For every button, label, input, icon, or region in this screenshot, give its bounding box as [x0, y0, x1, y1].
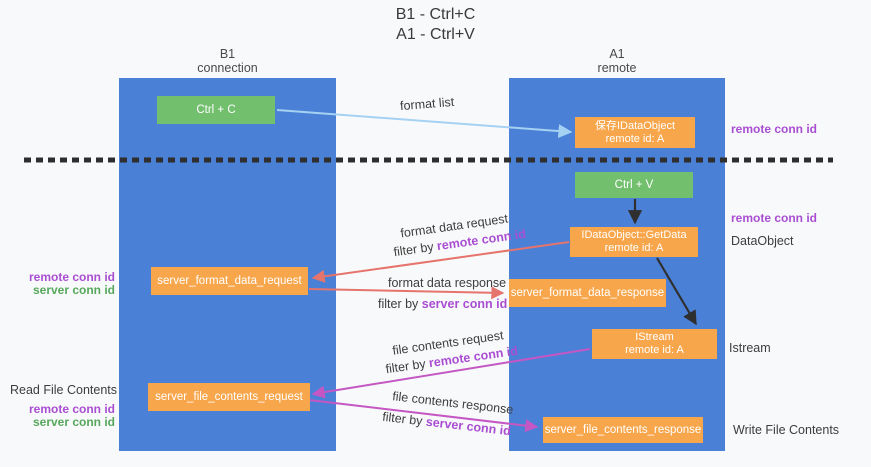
- label-format-data-response: format data response: [388, 276, 507, 290]
- annotation-read-file-contents: Read File Contents: [10, 383, 118, 397]
- server-conn-id-text: server conn id: [421, 297, 508, 311]
- lane-a1-name: A1: [609, 47, 625, 61]
- box-server-file-contents-request: server_file_contents_request: [148, 383, 310, 411]
- annotation-remote-conn-id-left1: remote conn id: [28, 270, 115, 284]
- label-filter-format-response: filter by server conn id: [378, 297, 507, 311]
- save-dataobject-line1: 保存IDataObject: [594, 119, 676, 132]
- ctrl-c-label: Ctrl + C: [196, 104, 236, 116]
- box-istream: IStream remote id: A: [592, 329, 717, 359]
- lane-header-b1: B1 connection: [119, 47, 336, 75]
- diagram-title: B1 - Ctrl+C A1 - Ctrl+V: [0, 5, 871, 45]
- filter-by-text: filter by: [378, 297, 422, 311]
- server-file-contents-response-label: server_file_contents_response: [544, 424, 702, 436]
- lane-b1-name: B1: [219, 47, 236, 61]
- title-line-2: A1 - Ctrl+V: [396, 26, 475, 43]
- annotation-remote-conn-id-left2: remote conn id: [28, 402, 115, 416]
- annotation-server-conn-id-left2: server conn id: [32, 415, 115, 429]
- getdata-line1: IDataObject::GetData: [581, 229, 687, 241]
- box-idataobject-getdata: IDataObject::GetData remote id: A: [570, 227, 698, 257]
- server-format-data-request-label: server_format_data_request: [157, 275, 302, 287]
- label-format-list: format list: [399, 94, 455, 114]
- server-conn-id-text: server conn id: [425, 414, 512, 439]
- annotation-remote-conn-id-mid: remote conn id: [731, 211, 818, 225]
- box-server-format-data-request: server_format_data_request: [151, 267, 308, 295]
- annotation-remote-conn-id-top: remote conn id: [731, 122, 818, 136]
- getdata-line2: remote id: A: [604, 242, 664, 254]
- lane-b1-subtitle: connection: [197, 61, 258, 75]
- lane-a1-subtitle: remote: [597, 61, 637, 75]
- filter-by-text: filter by: [381, 409, 427, 429]
- server-file-contents-request-label: server_file_contents_request: [155, 391, 303, 403]
- filter-by-text: filter by: [384, 356, 430, 377]
- box-server-file-contents-response: server_file_contents_response: [543, 417, 703, 443]
- box-ctrl-c: Ctrl + C: [157, 96, 275, 124]
- annotation-write-file-contents: Write File Contents: [733, 423, 840, 437]
- istream-line1: IStream: [635, 331, 674, 343]
- title-line-1: B1 - Ctrl+C: [395, 6, 476, 23]
- box-server-format-data-response: server_format_data_response: [509, 279, 666, 307]
- filter-by-text: filter by: [392, 239, 438, 260]
- box-save-dataobject: 保存IDataObject remote id: A: [575, 117, 695, 148]
- save-dataobject-line2: remote id: A: [605, 132, 665, 145]
- server-format-data-response-label: server_format_data_response: [510, 287, 665, 299]
- istream-line2: remote id: A: [625, 344, 684, 356]
- annotation-istream: Istream: [729, 341, 771, 355]
- lane-header-a1: A1 remote: [509, 47, 725, 75]
- ctrl-v-label: Ctrl + V: [614, 179, 654, 191]
- box-ctrl-v: Ctrl + V: [575, 172, 693, 198]
- annotation-dataobject: DataObject: [731, 234, 794, 248]
- annotation-server-conn-id-left1: server conn id: [32, 283, 115, 297]
